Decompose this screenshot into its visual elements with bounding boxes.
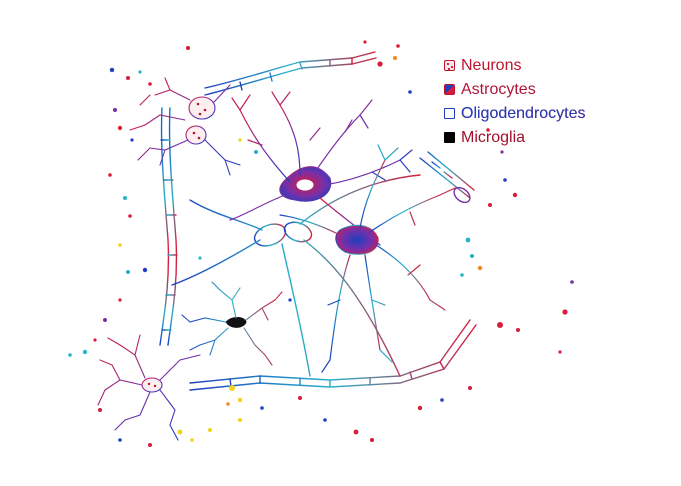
legend-item-neurons: Neurons (444, 54, 586, 77)
astrocyte-2 (279, 144, 456, 373)
myelin-sheaths (159, 51, 477, 391)
oligodendrocyte-swatch-icon (444, 108, 455, 119)
legend-item-astrocytes: Astrocytes (444, 78, 586, 101)
neuron-cluster-top (129, 77, 241, 176)
legend: Neurons Astrocytes Oligodendrocytes Micr… (444, 54, 586, 149)
microglia-cell (181, 281, 283, 366)
astrocyte-swatch-icon (444, 84, 455, 95)
neuron-swatch-icon (444, 60, 455, 71)
legend-item-microglia: Microglia (444, 126, 586, 149)
legend-label-astrocytes: Astrocytes (461, 80, 536, 98)
legend-item-oligodendrocytes: Oligodendrocytes (444, 102, 586, 125)
splatter-dots (68, 40, 574, 447)
neuron-cluster-bottom (97, 334, 201, 441)
astrocyte-1 (229, 91, 413, 246)
legend-label-neurons: Neurons (461, 56, 522, 74)
microglia-swatch-icon (444, 132, 455, 143)
legend-label-microglia: Microglia (461, 128, 526, 146)
legend-label-oligodendrocytes: Oligodendrocytes (461, 104, 586, 122)
